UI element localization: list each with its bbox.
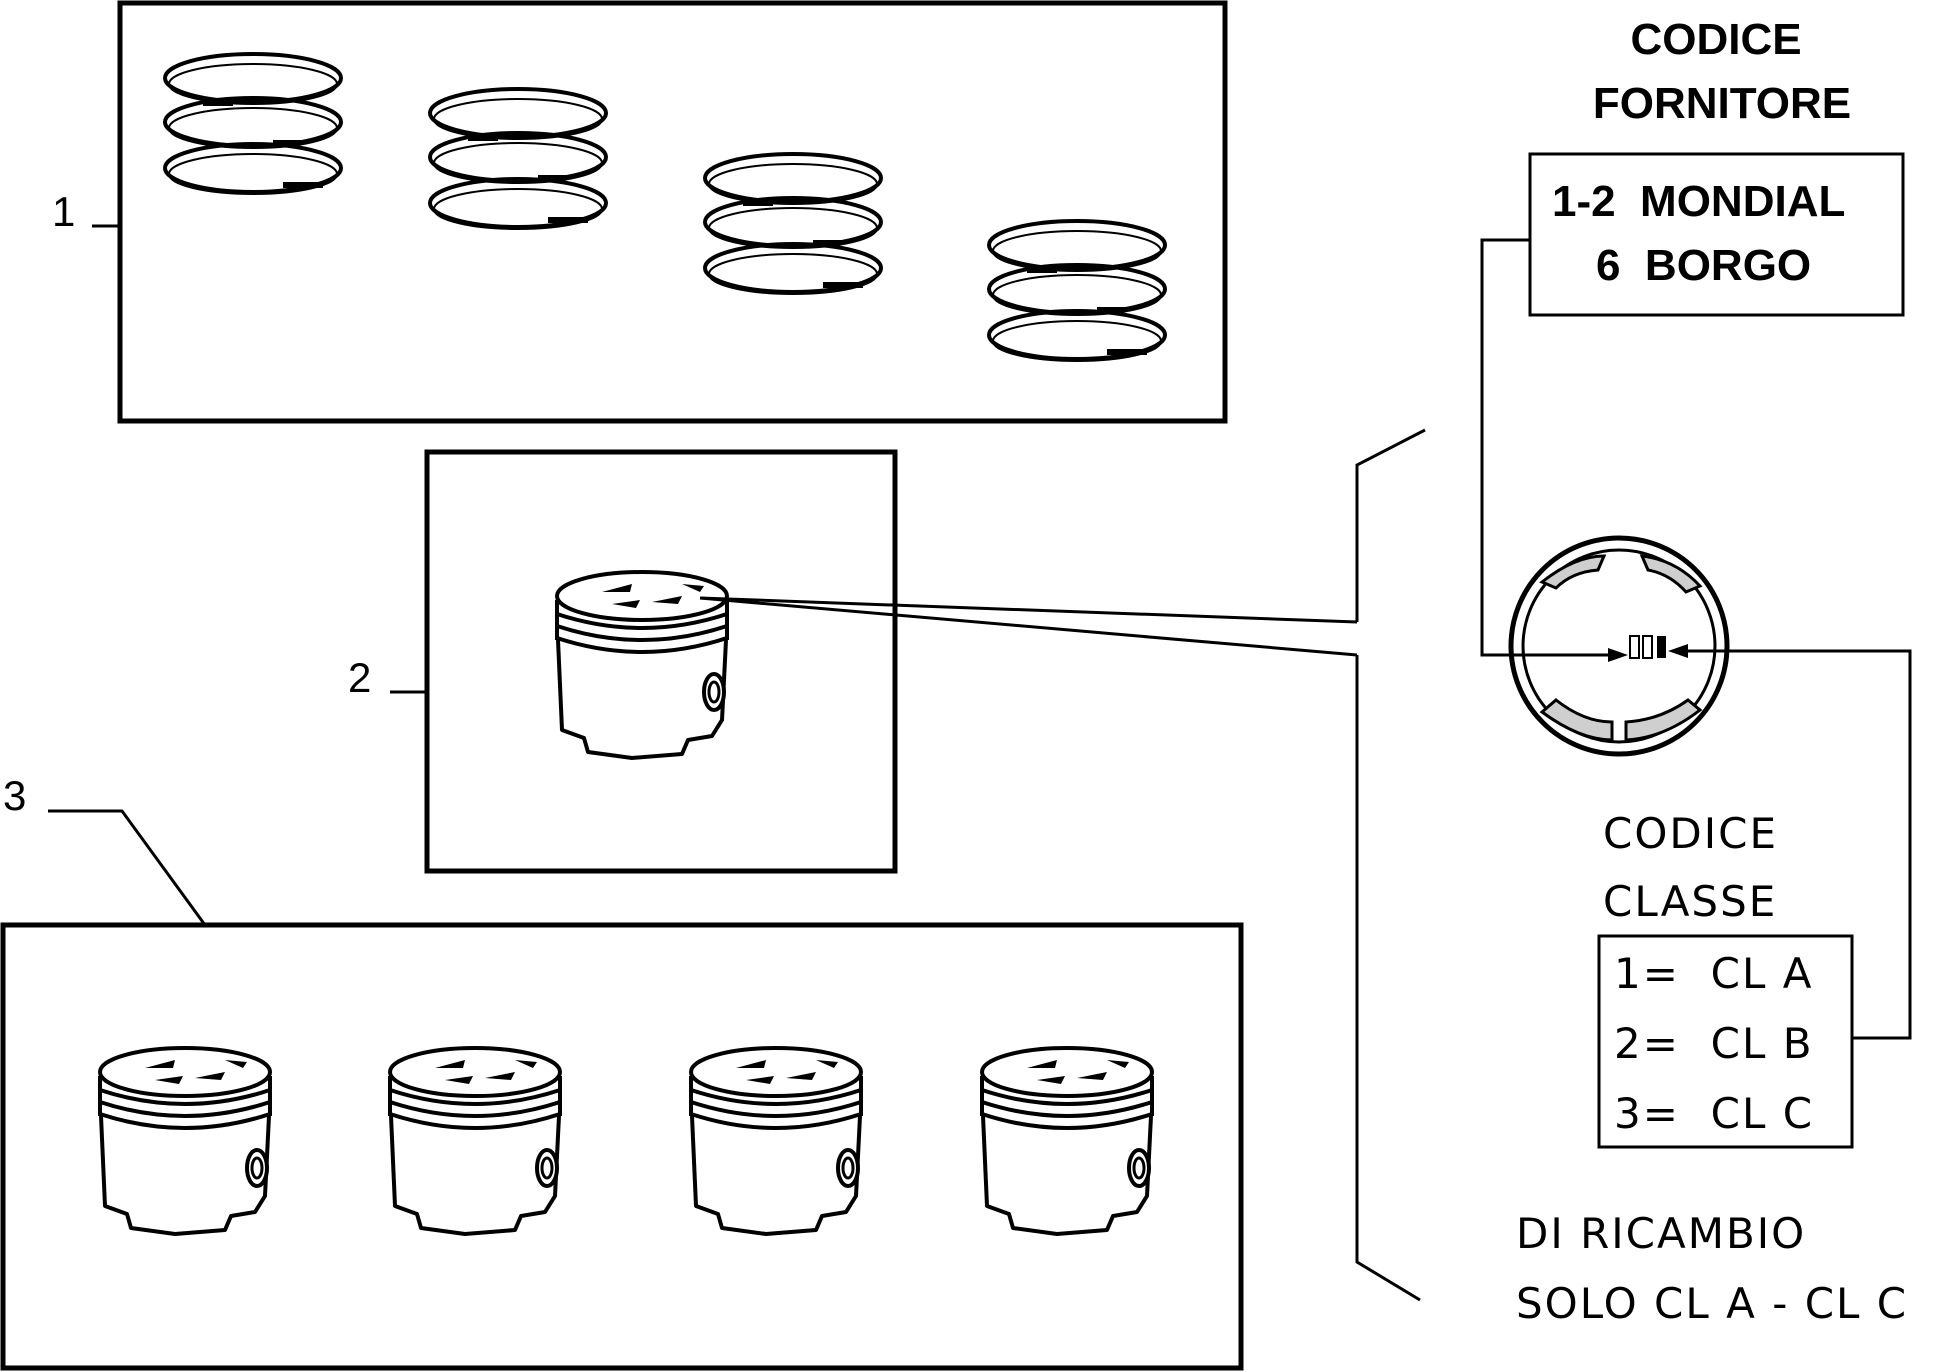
piston (980, 1046, 1154, 1236)
class-row-1: 1= CL A (1614, 949, 1813, 998)
frame-ring-sets (117, 0, 1228, 424)
piston-ring-set (703, 152, 883, 296)
piston (555, 570, 729, 760)
piston-ring-set (428, 87, 608, 231)
spare-note-line1: DI RICAMBIO (1516, 1209, 1806, 1258)
class-title-line1: CODICE (1603, 809, 1778, 858)
piston-ring-set (163, 52, 343, 196)
piston (98, 1046, 272, 1236)
supplier-title-line1: CODICE (1630, 15, 1801, 64)
callout-1: 1 (52, 188, 75, 235)
class-title-line2: CLASSE (1603, 877, 1777, 926)
arrow-head-icon (1668, 644, 1688, 658)
class-row-2: 2= CL B (1614, 1019, 1814, 1068)
piston (388, 1046, 562, 1236)
callout-2: 2 (348, 654, 371, 701)
class-row-3: 3= CL C (1614, 1089, 1814, 1138)
supplier-title-line2: FORNITORE (1593, 79, 1851, 128)
class-arrow-line (1686, 649, 1912, 1040)
piston (689, 1046, 863, 1236)
class-marks (1629, 635, 1666, 659)
zoom-lines (699, 428, 1426, 1302)
piston-crown-detail (1508, 535, 1730, 757)
supplier-code-box (1528, 152, 1905, 317)
callout-3: 3 (3, 772, 26, 819)
supplier-row-1: 1-2 MONDIAL (1552, 177, 1845, 226)
leader-3 (48, 809, 207, 926)
supplier-arrow-line (1480, 238, 1610, 657)
frame-single-piston (424, 449, 898, 874)
frame-piston-set (0, 922, 1244, 1371)
piston-ring-set (987, 219, 1167, 363)
spare-note-line2: SOLO CL A - CL C (1516, 1279, 1908, 1328)
arrow-head-icon (1608, 648, 1628, 662)
class-code-box (1597, 934, 1854, 1149)
supplier-row-2: 6 BORGO (1596, 241, 1811, 290)
